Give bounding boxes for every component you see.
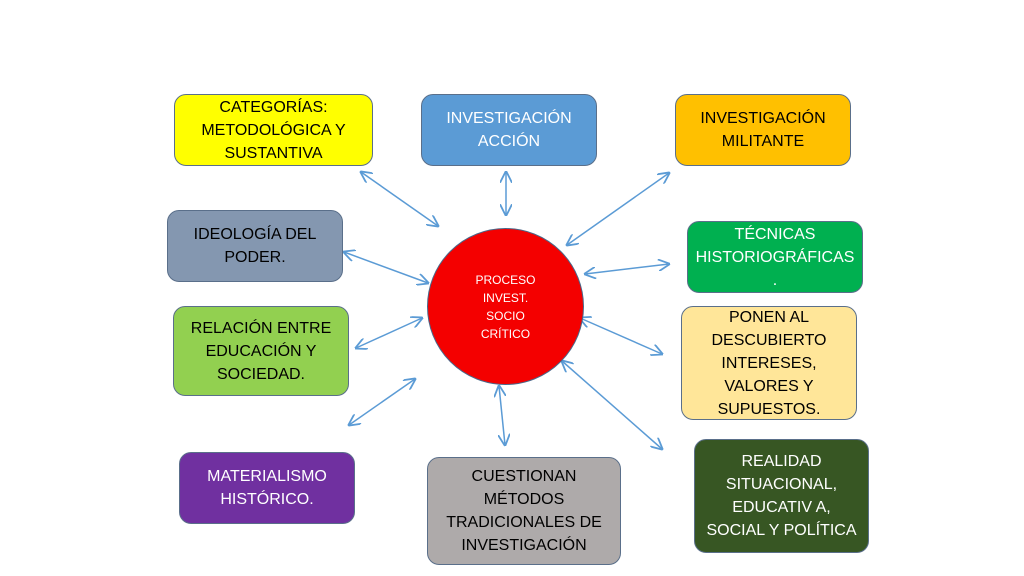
node-categorias: CATEGORÍAS: METODOLÓGICA Y SUSTANTIVA bbox=[174, 94, 373, 166]
node-materialismo-label: MATERIALISMO HISTÓRICO. bbox=[207, 468, 327, 508]
node-materialismo: MATERIALISMO HISTÓRICO. bbox=[179, 452, 355, 524]
node-investigacion-militante-label: INVESTIGACIÓN MILITANTE bbox=[700, 110, 826, 150]
arrow-ponen bbox=[580, 318, 662, 354]
arrow-cuestionan bbox=[499, 386, 505, 445]
arrow-investigacion-militante bbox=[567, 173, 669, 245]
arrow-tecnicas bbox=[585, 264, 669, 274]
node-tecnicas: TÉCNICAS HISTORIOGRÁFICAS . bbox=[687, 221, 863, 293]
node-ideologia: IDEOLOGÍA DEL PODER. bbox=[167, 210, 343, 282]
node-cuestionan-label: CUESTIONAN MÉTODOS TRADICIONALES DE INVE… bbox=[446, 468, 602, 554]
node-categorias-label: CATEGORÍAS: METODOLÓGICA Y SUSTANTIVA bbox=[201, 98, 346, 162]
node-relacion: RELACIÓN ENTRE EDUCACIÓN Y SOCIEDAD. bbox=[173, 306, 349, 396]
arrow-ideologia bbox=[344, 252, 428, 283]
arrow-categorias bbox=[361, 172, 438, 226]
node-cuestionan: CUESTIONAN MÉTODOS TRADICIONALES DE INVE… bbox=[427, 457, 621, 565]
node-investigacion-accion-label: INVESTIGACIÓN ACCIÓN bbox=[446, 110, 572, 150]
node-ponen: PONEN AL DESCUBIERTO INTERESES, VALORES … bbox=[681, 306, 857, 420]
node-investigacion-accion: INVESTIGACIÓN ACCIÓN bbox=[421, 94, 597, 166]
node-ponen-label: PONEN AL DESCUBIERTO INTERESES, VALORES … bbox=[711, 308, 827, 418]
center-node-label: PROCESO INVEST. SOCIO CRÍTICO bbox=[475, 272, 536, 341]
node-investigacion-militante: INVESTIGACIÓN MILITANTE bbox=[675, 94, 851, 166]
arrow-relacion bbox=[356, 318, 422, 348]
node-tecnicas-label: TÉCNICAS HISTORIOGRÁFICAS . bbox=[695, 225, 855, 289]
node-realidad-label: REALIDAD SITUACIONAL, EDUCATIV A, SOCIAL… bbox=[706, 453, 857, 539]
node-relacion-label: RELACIÓN ENTRE EDUCACIÓN Y SOCIEDAD. bbox=[190, 319, 332, 383]
node-realidad: REALIDAD SITUACIONAL, EDUCATIV A, SOCIAL… bbox=[694, 439, 869, 553]
center-node-proceso: PROCESO INVEST. SOCIO CRÍTICO bbox=[427, 228, 584, 385]
arrow-realidad bbox=[562, 361, 662, 449]
arrow-materialismo bbox=[349, 379, 415, 425]
node-ideologia-label: IDEOLOGÍA DEL PODER. bbox=[193, 226, 317, 266]
